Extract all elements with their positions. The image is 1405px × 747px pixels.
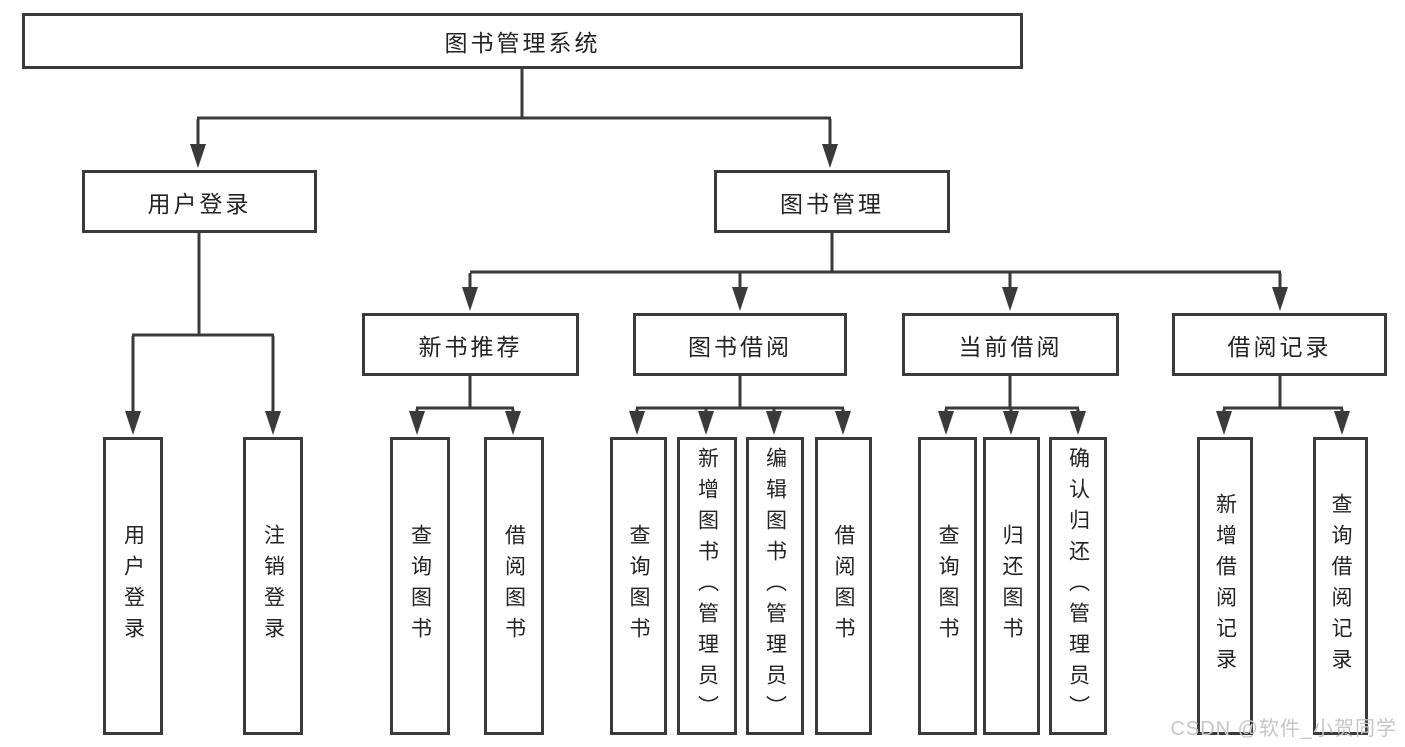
node-new-book-recommend-label: 新书推荐 — [418, 333, 523, 360]
leaf-logout-label: 注销登录 — [261, 524, 285, 648]
node-book-borrowing: 图书借阅 — [633, 313, 847, 376]
leaf-query-books-recommend: 查询图书 — [390, 437, 450, 735]
leaf-add-borrow-record-label: 新增借阅记录 — [1213, 493, 1237, 679]
node-root-label: 图书管理系统 — [444, 30, 601, 56]
leaf-query-borrow-record-label: 查询借阅记录 — [1329, 493, 1352, 679]
node-book-borrowing-label: 图书借阅 — [688, 333, 792, 360]
node-root: 图书管理系统 — [22, 13, 1023, 69]
leaf-confirm-return-admin: 确认归还（管理员） — [1049, 437, 1107, 735]
node-borrowing-records-label: 借阅记录 — [1227, 333, 1332, 360]
leaf-return-book-label: 归还图书 — [1000, 524, 1023, 648]
node-new-book-recommend: 新书推荐 — [362, 313, 579, 376]
node-book-management-label: 图书管理 — [780, 190, 884, 217]
leaf-edit-book-admin: 编辑图书（管理员） — [746, 437, 804, 735]
leaf-add-borrow-record: 新增借阅记录 — [1197, 437, 1253, 735]
leaf-query-books-borrowing-label: 查询图书 — [627, 524, 650, 648]
node-book-management: 图书管理 — [714, 170, 950, 233]
leaf-edit-book-admin-label: 编辑图书（管理员） — [763, 446, 787, 726]
node-borrowing-records: 借阅记录 — [1172, 313, 1387, 376]
node-current-borrowing-label: 当前借阅 — [958, 333, 1063, 360]
leaf-query-borrow-record: 查询借阅记录 — [1313, 437, 1368, 735]
leaf-add-book-admin: 新增图书（管理员） — [677, 437, 737, 735]
node-user-login-label: 用户登录 — [147, 190, 252, 217]
leaf-query-books-recommend-label: 查询图书 — [408, 524, 432, 648]
leaf-user-login-label: 用户登录 — [121, 524, 145, 648]
leaf-borrow-books-recommend-label: 借阅图书 — [502, 524, 526, 648]
node-current-borrowing: 当前借阅 — [902, 313, 1119, 376]
leaf-query-books-borrowing: 查询图书 — [610, 437, 667, 735]
leaf-borrow-books-borrowing: 借阅图书 — [815, 437, 872, 735]
leaf-user-login: 用户登录 — [103, 437, 163, 735]
leaf-borrow-books-borrowing-label: 借阅图书 — [832, 524, 855, 648]
leaf-logout: 注销登录 — [243, 437, 303, 735]
leaf-add-book-admin-label: 新增图书（管理员） — [695, 446, 719, 726]
leaf-return-book: 归还图书 — [983, 437, 1040, 735]
leaf-confirm-return-admin-label: 确认归还（管理员） — [1066, 446, 1090, 726]
watermark: CSDN @软件_小贺同学 — [1170, 718, 1397, 740]
node-user-login: 用户登录 — [82, 170, 317, 233]
leaf-query-books-current-label: 查询图书 — [936, 524, 959, 648]
leaf-borrow-books-recommend: 借阅图书 — [484, 437, 544, 735]
leaf-query-books-current: 查询图书 — [918, 437, 977, 735]
